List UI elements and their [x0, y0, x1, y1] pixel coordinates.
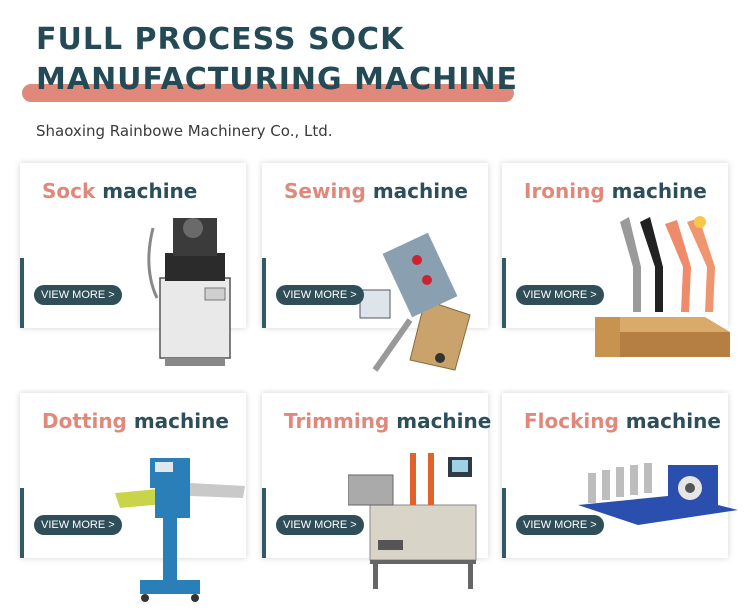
card-accent-line	[262, 488, 266, 558]
card-flocking-machine[interactable]: Flocking machine VIEW MORE >	[502, 393, 728, 558]
view-more-button[interactable]: VIEW MORE >	[516, 515, 604, 535]
view-more-button[interactable]: VIEW MORE >	[34, 515, 122, 535]
dotting-machine-image	[115, 458, 245, 602]
card-title: Dotting machine	[42, 409, 229, 433]
card-dotting-machine[interactable]: Dotting machine VIEW MORE >	[20, 393, 246, 558]
view-more-button[interactable]: VIEW MORE >	[276, 515, 364, 535]
view-more-button[interactable]: VIEW MORE >	[34, 285, 122, 305]
card-accent-line	[20, 258, 24, 328]
card-ironing-machine[interactable]: Ironing machine VIEW MORE >	[502, 163, 728, 328]
sewing-machine-image	[359, 232, 471, 372]
trimming-machine-image	[348, 453, 477, 589]
view-more-button[interactable]: VIEW MORE >	[516, 285, 604, 305]
card-title: Sock machine	[42, 179, 198, 203]
card-accent-line	[20, 488, 24, 558]
page-title-line-2: MANUFACTURING MACHINE	[36, 62, 519, 97]
sock-machine-image	[147, 218, 231, 366]
ironing-machine-image	[595, 216, 730, 357]
company-name: Shaoxing Rainbowe Machinery Co., Ltd.	[36, 122, 333, 140]
title-underline-bar	[22, 84, 514, 102]
flocking-machine-image	[578, 463, 738, 525]
card-title: Ironing machine	[524, 179, 707, 203]
card-title: Trimming machine	[284, 409, 492, 433]
card-accent-line	[502, 258, 506, 328]
view-more-button[interactable]: VIEW MORE >	[276, 285, 364, 305]
card-title: Flocking machine	[524, 409, 721, 433]
page-title-line-1: FULL PROCESS SOCK	[36, 22, 405, 57]
card-title: Sewing machine	[284, 179, 468, 203]
card-accent-line	[502, 488, 506, 558]
card-accent-line	[262, 258, 266, 328]
